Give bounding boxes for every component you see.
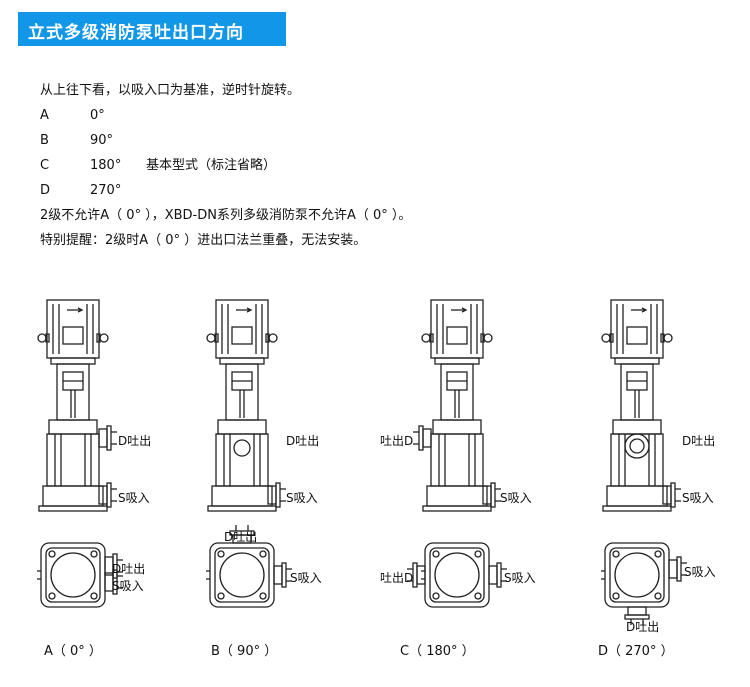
discharge-label: D吐出 [286, 434, 320, 448]
caption-b: B（ 90° ） [211, 644, 278, 659]
suction-label: S吸入 [504, 571, 536, 585]
intro-text: 从上往下看，以吸入口为基准，逆时针旋转。 [40, 83, 301, 98]
suction-label: S吸入 [118, 491, 150, 505]
caption-c: C（ 180° ） [400, 644, 475, 659]
discharge-label: 吐出D [380, 434, 414, 448]
orientation-code: C [40, 158, 50, 173]
suction-label: S吸入 [682, 491, 714, 505]
section-title: 立式多级消防泵吐出口方向 [28, 23, 244, 43]
caption-d: D（ 270° ） [598, 644, 674, 659]
orientation-row-d: D 270° [40, 178, 411, 203]
orientation-note: 基本型式（标注省略） [146, 158, 277, 173]
orientation-code: B [40, 133, 49, 148]
discharge-label: D吐出 [682, 434, 716, 448]
discharge-label: D吐出 [112, 562, 146, 576]
special-reminder: 特别提醒：2级时A（ 0° ）进出口法兰重叠，无法安装。 [40, 233, 367, 248]
orientation-row-a: A 0° [40, 103, 411, 128]
suction-label: S吸入 [112, 579, 144, 593]
orientation-angle: 270° [90, 183, 122, 198]
suction-label: S吸入 [684, 565, 716, 579]
orientation-angle: 180° [90, 158, 122, 173]
section-title-bar: 立式多级消防泵吐出口方向 [18, 12, 286, 46]
discharge-label: 吐出D [380, 571, 414, 585]
orientation-code: A [40, 108, 49, 123]
orientation-angle: 90° [90, 133, 114, 148]
description-block: 从上往下看，以吸入口为基准，逆时针旋转。 A 0° B 90° C 180° 基本型式（… [40, 78, 411, 253]
orientation-row-b: B 90° [40, 128, 411, 153]
discharge-label: D吐出 [118, 434, 152, 448]
discharge-label: D吐出 [224, 530, 258, 544]
suction-label: S吸入 [286, 491, 318, 505]
orientation-row-c: C 180° 基本型式（标注省略） [40, 153, 411, 178]
discharge-label: D吐出 [626, 620, 660, 634]
suction-label: S吸入 [290, 571, 322, 585]
orientation-angle: 0° [90, 108, 105, 123]
restriction-note: 2级不允许A（ 0° ），XBD-DN系列多级消防泵不允许A（ 0° ）。 [40, 208, 412, 223]
suction-label: S吸入 [500, 491, 532, 505]
caption-a: A（ 0° ） [44, 644, 102, 659]
orientation-code: D [40, 183, 51, 198]
